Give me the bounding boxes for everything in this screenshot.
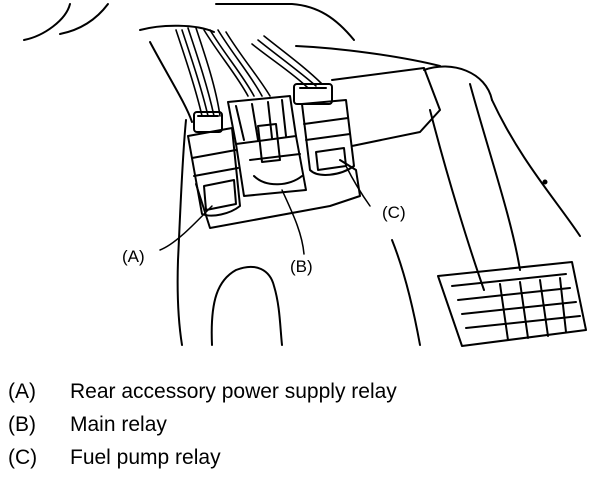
relay-a-connector <box>187 111 241 217</box>
legend-text: Fuel pump relay <box>70 446 221 469</box>
relay-location-diagram: (A) (B) (C) <box>23 3 587 347</box>
leader-line-a <box>159 205 213 251</box>
leader-lines <box>159 165 371 255</box>
panel-outline <box>23 3 581 346</box>
legend-key: (C) <box>8 446 38 469</box>
leader-line-c <box>345 165 371 207</box>
legend-item-c: (C) Fuel pump relay <box>8 446 588 479</box>
accelerator-pedal <box>437 261 587 347</box>
legend-item-b: (B) Main relay <box>8 413 588 446</box>
legend-text: Main relay <box>70 413 167 436</box>
callout-c: (C) <box>382 203 406 222</box>
relay-bracket <box>195 159 361 229</box>
callout-b: (B) <box>290 257 313 276</box>
detail-dot <box>542 179 548 185</box>
legend-item-a: (A) Rear accessory power supply relay <box>8 380 588 413</box>
legend-key: (B) <box>8 413 36 436</box>
legend: (A) Rear accessory power supply relay (B… <box>8 380 588 479</box>
relay-b-connector <box>227 95 307 197</box>
legend-text: Rear accessory power supply relay <box>70 380 397 403</box>
callout-a: (A) <box>122 247 145 266</box>
legend-key: (A) <box>8 380 36 403</box>
wiring-harness <box>175 27 323 117</box>
leader-line-b <box>281 189 305 255</box>
relay-c-connector <box>293 83 355 176</box>
